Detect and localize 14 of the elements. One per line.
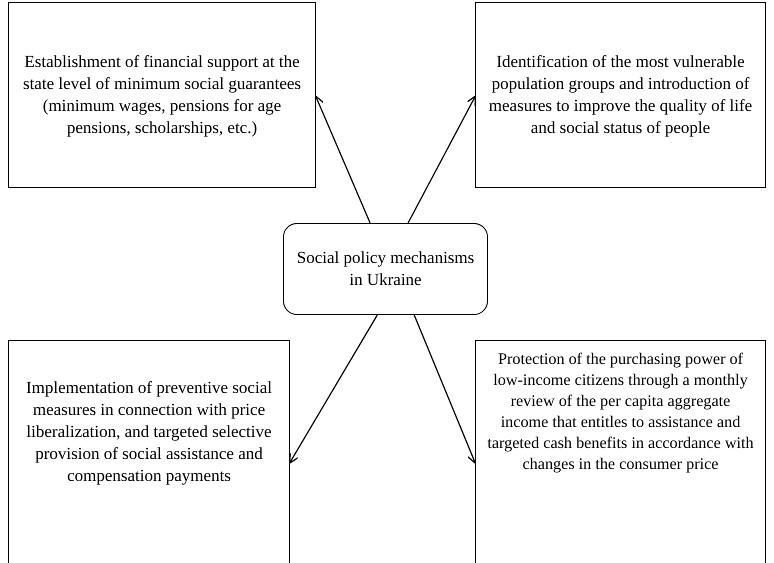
- text-box: [8, 2, 316, 188]
- text-box: [8, 340, 290, 563]
- box-text: Social policy mechanisms in Ukraine: [296, 246, 476, 291]
- box-text: Protection of the purchasing power of low-income citizens through a monthly review of the per capita aggregate income that entitles to assistance and targeted cash benefits in accordance with changes in the consumer price: [486, 349, 755, 476]
- arrow: [407, 95, 476, 224]
- arrow: [414, 314, 477, 464]
- box-text: Implementation of preventive social measures in connection with price liberalization, and targeted selective provision of social assistance and compensation payments: [25, 376, 273, 488]
- box-text: Establishment of financial support at the state level of minimum social guarantees (minimum wages, pensions for age pensions, scholarships, etc.): [22, 50, 302, 140]
- arrow: [314, 95, 371, 224]
- arrow: [288, 314, 378, 464]
- box-text: Identification of the most vulnerable population groups and introduction of measures to improve the quality of life and social status of people: [488, 50, 754, 140]
- central-rounded-box: [283, 223, 488, 315]
- text-box: [475, 340, 766, 563]
- text-box: [475, 2, 766, 188]
